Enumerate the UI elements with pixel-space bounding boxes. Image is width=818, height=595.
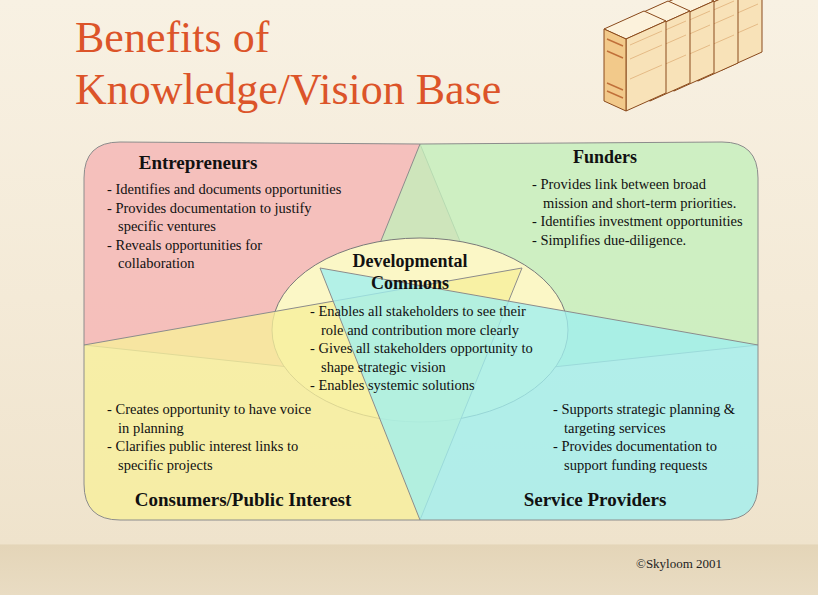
node-heading: Consumers/Public Interest [103,489,383,511]
text-slot: - Provides documentation to justify spec… [107,199,342,236]
text-slot: Entrepreneurs [98,152,298,174]
text-slot: - Identifies and documents opportunities [107,180,342,199]
bullet-text: - Identifies and documents opportunities [107,180,342,199]
text-slot: - Creates opportunity to have voice in p… [107,400,322,437]
text-slot: Consumers/Public Interest [103,489,383,511]
bullet-text: - Enables all stakeholders to see their … [310,302,542,339]
node-heading: Entrepreneurs [98,152,298,174]
copyright-note: ©Skyloom 2001 [636,556,756,572]
text-slot: - Simplifies due-diligence. [532,231,754,250]
bullet-text: - Provides link between broad mission an… [532,175,754,212]
bullet-text: - Creates opportunity to have voice in p… [107,400,322,437]
node-heading: Developmental Commons [330,250,490,294]
text-slot: - Reveals opportunities for collaboratio… [107,236,342,273]
bullet-text: - Enables systemic solutions [310,376,542,395]
text-slot: - Provides documentation to support fund… [553,437,738,474]
text-slot: Service Providers [500,489,690,511]
text-slot: Funders [505,146,705,168]
bullet-text: - Provides documentation to justify spec… [107,199,342,236]
text-slot: - Provides link between broad mission an… [532,175,754,212]
title-slot: Benefits of Knowledge/Vision Base [75,12,575,116]
label-slot: ©Skyloom 2001 [636,556,756,572]
node-heading: Funders [505,146,705,168]
bullet-text: - Identifies investment opportunities [532,212,754,231]
petal-shape [320,268,758,520]
text-slot: - Enables all stakeholders to see their … [310,302,542,339]
text-slot: - Clarifies public interest links to spe… [107,437,322,474]
text-slot: - Gives all stakeholders opportunity to … [310,339,542,376]
text-slot: - Identifies investment opportunities [532,212,754,231]
node-heading: Service Providers [500,489,690,511]
bullet-text: - Clarifies public interest links to spe… [107,437,322,474]
text-slot: - Enables systemic solutions [310,376,542,395]
slide-title: Benefits of Knowledge/Vision Base [75,12,575,116]
text-slot: Developmental Commons [330,250,490,294]
bullet-text: - Provides documentation to support fund… [553,437,738,474]
bullet-text: - Supports strategic planning & targetin… [553,400,738,437]
book [604,11,666,111]
bullet-text: - Simplifies due-diligence. [532,231,754,250]
bullet-text: - Reveals opportunities for collaboratio… [107,236,342,273]
bullet-text: - Gives all stakeholders opportunity to … [310,339,542,376]
text-slot: - Supports strategic planning & targetin… [553,400,738,437]
